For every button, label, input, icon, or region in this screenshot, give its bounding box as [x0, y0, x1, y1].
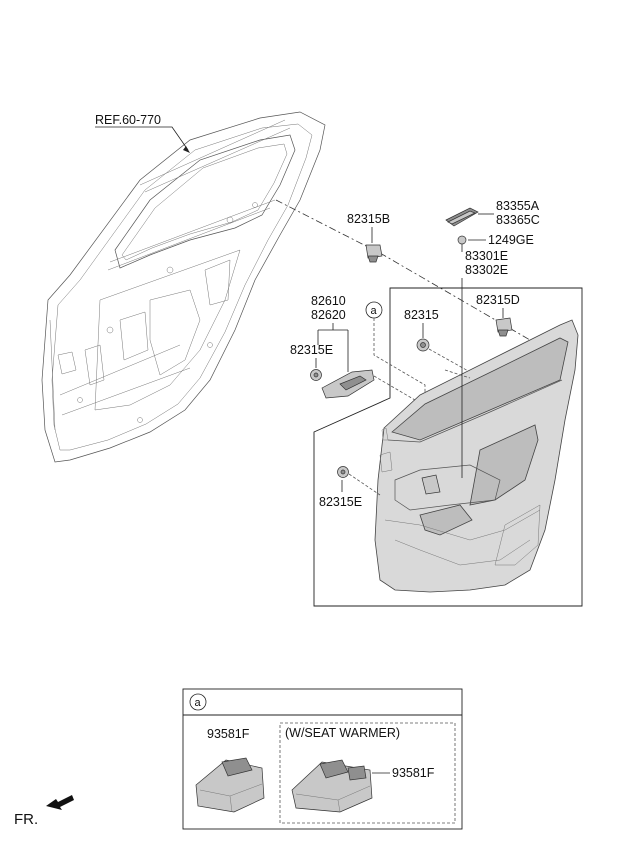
power-window-switch-seat-warmer — [291, 759, 373, 813]
label-82315B: 82315B — [347, 212, 390, 226]
front-arrow-icon — [46, 795, 74, 810]
clip-82315B — [365, 244, 383, 263]
callout-a-label: a — [371, 305, 378, 317]
label-82620: 82620 — [311, 308, 346, 322]
seat-warmer-dashed-box — [279, 722, 456, 824]
screw-1249GE — [457, 235, 467, 252]
ref-label: REF.60-770 — [95, 113, 161, 127]
label-93581F-left: 93581F — [207, 727, 250, 741]
door-trim-panel — [374, 319, 579, 593]
door-frame — [41, 111, 326, 463]
label-83365C: 83365C — [496, 213, 540, 227]
trim-assembly-box — [313, 287, 583, 607]
label-seat-warmer: (W/SEAT WARMER) — [285, 726, 400, 740]
label-83301E: 83301E — [465, 249, 508, 263]
label-83302E: 83302E — [465, 263, 508, 277]
inside-handle-82610 — [321, 369, 375, 399]
label-82315: 82315 — [404, 308, 439, 322]
front-direction-label: FR. — [14, 811, 38, 828]
clip-82315E-bottom — [337, 466, 349, 478]
inset-box-a: a — [182, 688, 463, 830]
label-82315E-bottom: 82315E — [319, 495, 362, 509]
label-93581F-right: 93581F — [392, 766, 435, 780]
label-82610: 82610 — [311, 294, 346, 308]
power-window-switch-basic — [195, 757, 265, 813]
clip-82315D — [495, 317, 513, 337]
clip-82315 — [416, 338, 430, 352]
label-82315E-top: 82315E — [290, 343, 333, 357]
label-1249GE: 1249GE — [488, 233, 534, 247]
inset-a-label: a — [195, 697, 202, 709]
label-83355A: 83355A — [496, 199, 540, 213]
garnish-83355A — [445, 207, 479, 227]
clip-82315E-top — [310, 369, 322, 381]
label-82315D: 82315D — [476, 293, 520, 307]
